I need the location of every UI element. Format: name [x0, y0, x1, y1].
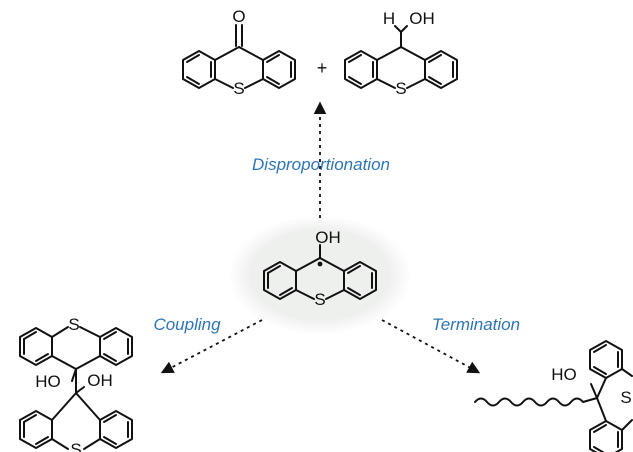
thioxanthenol-molecule [344, 25, 458, 89]
atom-oh-radical: OH [315, 228, 341, 247]
atom-s-termination: S [620, 388, 631, 407]
plus-sign: + [317, 58, 328, 78]
radical-dot [317, 261, 323, 267]
radical-highlight [228, 215, 412, 335]
label-coupling: Coupling [153, 315, 221, 334]
label-disproportionation: Disproportionation [252, 155, 390, 174]
atom-s-dimer-top: S [68, 315, 79, 334]
atom-s-thioxanthone: S [233, 79, 244, 98]
atom-s-radical: S [314, 290, 325, 309]
atom-oh-thioxanthenol: OH [409, 9, 435, 28]
termination-product-molecule [474, 340, 633, 452]
atom-ho-termination: HO [551, 365, 577, 384]
atom-h-thioxanthenol: H [383, 9, 395, 28]
atom-oh-dimer: OH [87, 371, 113, 390]
atom-ho-dimer: HO [35, 372, 61, 391]
thioxanthone-molecule [182, 24, 296, 89]
label-termination: Termination [432, 315, 520, 334]
radical-molecule [263, 244, 377, 300]
atom-o-carbonyl: O [232, 7, 245, 26]
coupling-arrow [160, 319, 263, 374]
atom-s-thioxanthenol: S [395, 79, 406, 98]
coupling-dimer-molecule [19, 326, 133, 450]
atom-s-dimer-bottom: S [70, 440, 81, 452]
